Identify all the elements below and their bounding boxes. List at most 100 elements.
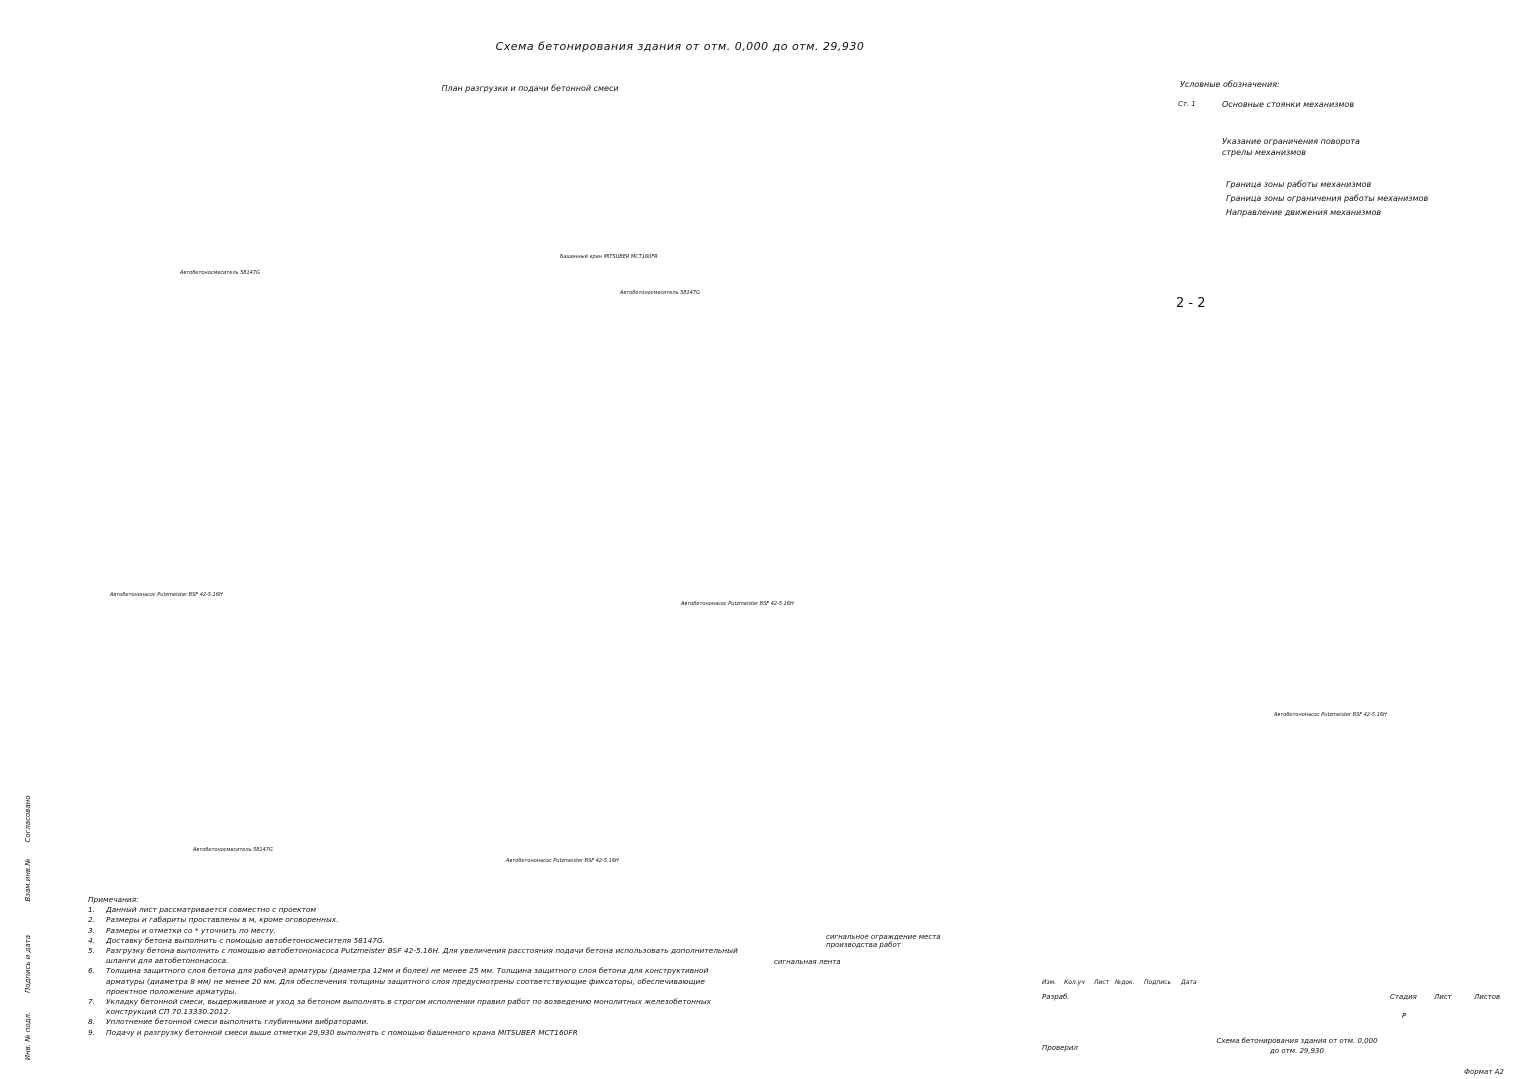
tb-description: Схема бетонирования здания от отм. 0,000… xyxy=(1216,1037,1378,1055)
mixer-label-1: Автобетоносмеситель 58147G xyxy=(180,270,260,276)
section-mark-left: 2 xyxy=(404,774,410,785)
tb-header-date: Дата xyxy=(1181,979,1197,986)
window xyxy=(1097,475,1115,495)
section-pump xyxy=(1069,358,1396,795)
window xyxy=(1039,514,1057,534)
pump-booms xyxy=(143,493,772,824)
note-item: Размеры и габариты проставлены в м, кром… xyxy=(106,915,339,925)
window xyxy=(1097,748,1115,768)
svg-text:М: М xyxy=(227,334,232,341)
axis-number: 6 xyxy=(491,724,503,736)
swing-arcs xyxy=(167,469,746,781)
section-levels: 29,93026,93023,93020,93017,93014,93011,9… xyxy=(1222,388,1236,783)
svg-text:6: 6 xyxy=(495,727,499,734)
svg-text:И: И xyxy=(228,435,233,442)
axis-letter: Е xyxy=(224,484,236,496)
format-label: Формат А2 xyxy=(1464,1068,1504,1076)
axis-number: 1 xyxy=(286,724,298,736)
svg-text:1: 1 xyxy=(290,727,294,734)
window xyxy=(1159,631,1177,651)
legend-blue-text: Граница зоны работы механизмов xyxy=(1226,180,1372,189)
axis-number: 3 xyxy=(404,724,416,736)
svg-text:7: 7 xyxy=(520,727,524,734)
window xyxy=(1159,475,1177,495)
window xyxy=(1097,631,1115,651)
fence-detail: 120 xyxy=(828,960,930,1021)
axis-letter: Д xyxy=(224,502,236,514)
tower-crane xyxy=(404,102,559,780)
level-mark: 8,930 xyxy=(1222,661,1234,666)
svg-text:10: 10 xyxy=(618,727,626,734)
radius-label: R20,0* xyxy=(576,578,599,601)
svg-text:5: 5 xyxy=(468,727,472,734)
svg-text:3: 3 xyxy=(408,727,412,734)
note-item: Данный лист рассматривается совместно с … xyxy=(106,905,317,915)
legend-station-text: Основные стоянки механизмов xyxy=(1222,100,1355,109)
window xyxy=(1039,748,1057,768)
level-mark: 0,000 xyxy=(1222,778,1234,783)
window xyxy=(1039,475,1057,495)
mixer-label-2: Автобетоносмеситель 58147G xyxy=(620,290,700,296)
axis-letter: В xyxy=(224,549,236,561)
window xyxy=(1039,553,1057,573)
pump-outriggers xyxy=(87,427,829,863)
window xyxy=(1097,436,1115,456)
pump-label-1: Автобетононасос Putzmeister BSF 42-5.16H xyxy=(110,592,223,598)
svg-text:4: 4 xyxy=(428,727,432,734)
axis-letter: Ж xyxy=(224,454,236,466)
window xyxy=(1159,514,1177,534)
level-mark: 17,930 xyxy=(1222,544,1236,549)
tb-header-izm: Изм. xyxy=(1042,979,1057,986)
station-label: Ст. 2 xyxy=(757,525,772,532)
svg-text:Г: Г xyxy=(228,532,232,539)
tb-header-sign: Подпись xyxy=(1144,979,1171,986)
window xyxy=(1159,787,1177,807)
tb-sheet-header: Лист xyxy=(1434,993,1452,1001)
svg-text:Е: Е xyxy=(228,487,232,494)
axis-letter: Л xyxy=(224,347,236,359)
level-mark: 5,930 xyxy=(1222,700,1234,705)
section-axis: 8 xyxy=(1082,847,1094,859)
work-zone-arcs xyxy=(144,299,771,669)
pump-vehicles xyxy=(122,419,791,846)
axis-letter: Г xyxy=(224,529,236,541)
legend-arrow-text: Направление движения механизмов xyxy=(1226,208,1382,217)
svg-text:9: 9 xyxy=(1106,850,1110,857)
svg-text:9: 9 xyxy=(578,727,582,734)
section-label: 2 - 2 xyxy=(1176,296,1206,311)
window xyxy=(1039,670,1057,690)
svg-text:8: 8 xyxy=(543,727,547,734)
axis-number: 2 xyxy=(384,724,396,736)
axis-letter: Б xyxy=(224,572,236,584)
window xyxy=(1097,787,1115,807)
level-mark: 23,930 xyxy=(1222,466,1236,471)
window xyxy=(1159,397,1177,417)
window xyxy=(1159,436,1177,456)
note-item: Укладку бетонной смеси, выдерживание и у… xyxy=(106,997,712,1017)
window xyxy=(1159,748,1177,768)
section-frame xyxy=(971,334,1500,869)
window xyxy=(1039,436,1057,456)
drawing-title: Схема бетонирования здания от отм. 0,000… xyxy=(495,40,865,53)
stamp-replace: Взам.инв.№ xyxy=(24,858,32,902)
mixer-label-3: Автобетоносмеситель 58147G xyxy=(193,847,273,853)
level-mark: 26,930 xyxy=(1222,427,1236,432)
radius-label: R20,0* xyxy=(333,617,354,642)
pump-label-3: Автобетононасос Putzmeister BSF 42-5.16H xyxy=(506,858,619,864)
fence-height: 120 xyxy=(916,993,924,1006)
section-axis: 5 xyxy=(1012,847,1024,859)
level-mark: 11,930 xyxy=(1222,622,1236,627)
radius-label: R20,0* xyxy=(566,340,590,362)
window xyxy=(1039,631,1057,651)
note-item: Доставку бетона выполнить с помощью авто… xyxy=(106,935,386,945)
limit-zone-nodes xyxy=(218,298,772,822)
axis-number: 7 xyxy=(516,724,528,736)
tb-header-kol: Кол.уч xyxy=(1064,979,1085,986)
axis-letter: А xyxy=(224,682,236,694)
section-axis: 7 xyxy=(1056,847,1068,859)
window xyxy=(1159,553,1177,573)
travel-zone-hatch xyxy=(111,106,1016,844)
station-label: Ст. 1 xyxy=(130,531,145,538)
axis-number: 8 xyxy=(539,724,551,736)
